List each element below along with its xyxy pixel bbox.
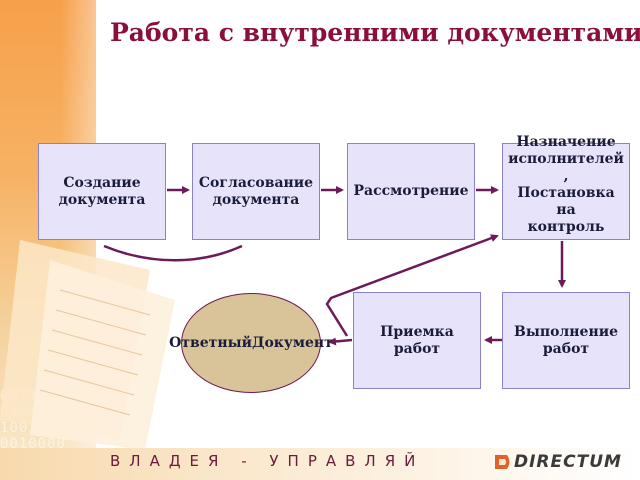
footer-motto: ВЛАДЕЯ - УПРАВЛЯЙ — [110, 452, 425, 470]
arrow-accept-to-response — [328, 337, 353, 346]
node-label: Создание — [63, 174, 141, 191]
node-response-document: ОтветныйДокумент — [169, 293, 333, 393]
node-label: документа — [212, 191, 300, 208]
node-label: документа — [58, 191, 146, 208]
node-label: работ — [542, 340, 590, 357]
footer-bar — [0, 448, 640, 480]
brace-curve — [103, 244, 243, 262]
arrow-accept-to-assign — [325, 234, 499, 337]
node-label: на — [556, 202, 576, 218]
node-label: Приемка — [380, 323, 454, 340]
logo-mark-icon — [495, 455, 510, 469]
node-label: Рассмотрение — [353, 183, 469, 199]
node-label: , — [563, 168, 569, 184]
logo-text: DIRECTUM — [514, 452, 622, 472]
node-assign-executors: Назначение исполнителей , Постановка на … — [502, 134, 630, 240]
papers-illustration — [0, 240, 175, 450]
node-label: Постановка — [517, 185, 615, 201]
node-label: Ответный — [169, 335, 252, 351]
node-label: Согласование — [198, 174, 314, 191]
node-label: контроль — [527, 219, 605, 235]
directum-logo: DIRECTUM — [492, 451, 622, 473]
node-label: Документ — [252, 335, 333, 351]
node-label: Выполнение — [513, 323, 618, 340]
node-label: работ — [393, 340, 441, 357]
page-title: Работа с внутренними документами — [110, 18, 640, 47]
flow-connectors — [103, 186, 566, 346]
node-label: Назначение — [516, 134, 616, 150]
node-review: Рассмотрение — [347, 143, 475, 240]
node-label: исполнителей — [508, 151, 624, 167]
